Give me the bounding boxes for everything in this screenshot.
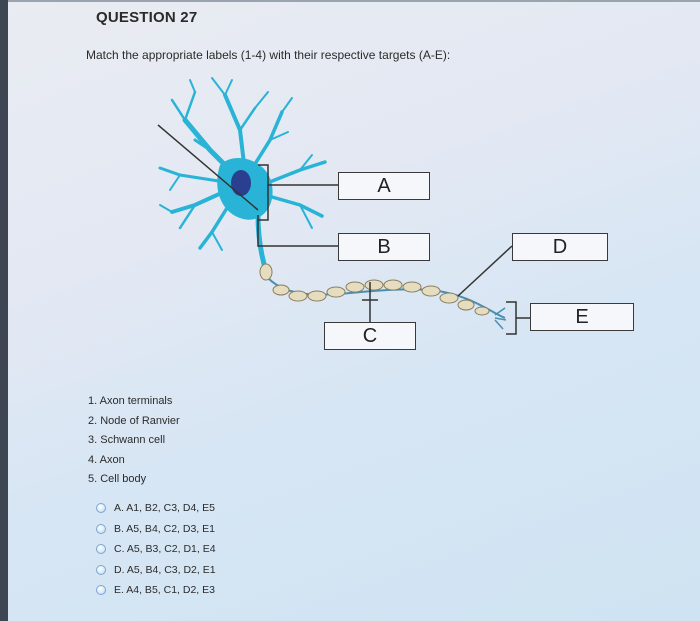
term-item: 1. Axon terminals [88, 395, 173, 407]
target-letter-c: C [362, 324, 378, 347]
answer-option-a[interactable]: A. A1, B2, C3, D4, E5 [96, 498, 216, 519]
leader-lines [157, 124, 530, 335]
dendrites [158, 77, 327, 251]
radio-button[interactable] [96, 564, 106, 575]
radio-button[interactable] [96, 503, 106, 514]
answer-option-c[interactable]: C. A5, B3, C2, D1, E4 [96, 539, 216, 560]
radio-button[interactable] [96, 544, 106, 555]
question-instructions: Match the appropriate labels (1-4) with … [86, 48, 451, 62]
answer-option-label: C. A5, B3, C2, D1, E4 [114, 543, 216, 556]
target-box-a[interactable]: A [338, 172, 430, 200]
answer-options: A. A1, B2, C3, D4, E5 B. A5, B4, C2, D3,… [96, 498, 216, 601]
answer-option-label: B. A5, B4, C2, D3, E1 [114, 522, 215, 535]
term-item: 5. Cell body [88, 473, 147, 485]
target-box-c[interactable]: C [324, 322, 416, 350]
term-item: 3. Schwann cell [88, 434, 166, 446]
target-letter-b: B [377, 235, 391, 258]
answer-option-label: D. A5, B4, C3, D2, E1 [114, 563, 216, 576]
answer-option-label: A. A1, B2, C3, D4, E5 [114, 502, 215, 515]
question-title: QUESTION 27 [96, 9, 198, 26]
target-box-b[interactable]: B [338, 233, 430, 261]
target-letter-d: D [552, 235, 568, 258]
target-letter-a: A [377, 174, 391, 197]
top-rule [0, 0, 700, 2]
target-letter-e: E [575, 305, 589, 328]
radio-button[interactable] [96, 523, 106, 534]
term-list: 1. Axon terminals 2. Node of Ranvier 3. … [88, 392, 180, 490]
myelin-sheath [259, 263, 490, 316]
term-item: 4. Axon [88, 453, 125, 466]
axon-terminal-branches [494, 307, 507, 330]
answer-option-label: E. A4, B5, C1, D2, E3 [114, 584, 215, 597]
target-box-d[interactable]: D [512, 233, 608, 261]
answer-option-d[interactable]: D. A5, B4, C3, D2, E1 [96, 560, 216, 581]
nucleus [231, 170, 251, 196]
window-edge [0, 0, 8, 621]
term-item: 2. Node of Ranvier [88, 414, 180, 427]
answer-option-b[interactable]: B. A5, B4, C2, D3, E1 [96, 519, 216, 540]
radio-button[interactable] [96, 585, 106, 596]
answer-option-e[interactable]: E. A4, B5, C1, D2, E3 [96, 580, 216, 601]
target-box-e[interactable]: E [530, 303, 634, 331]
